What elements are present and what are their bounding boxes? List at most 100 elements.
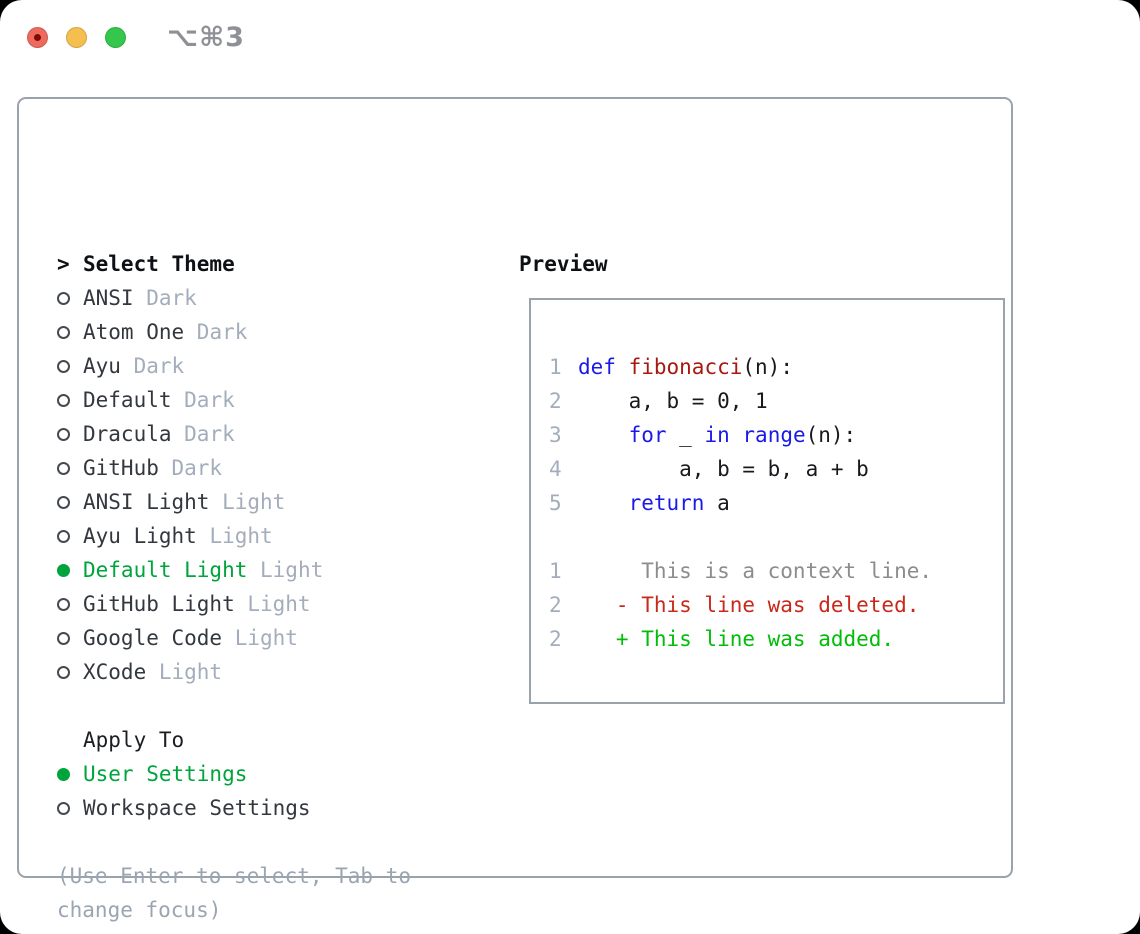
code-token: for bbox=[628, 423, 667, 447]
code-line: 1 def fibonacci(n): bbox=[549, 350, 1003, 384]
diff-line-deleted: 2 - This line was deleted. bbox=[549, 588, 1003, 622]
code-token: a bbox=[704, 491, 730, 515]
apply-to-header: Apply To bbox=[57, 723, 411, 757]
hint-text: change focus) bbox=[57, 898, 222, 922]
diff-text: - This line was deleted. bbox=[578, 593, 920, 617]
theme-option-ansi-light[interactable]: ANSI Light Light bbox=[57, 485, 411, 519]
theme-variant: Dark bbox=[171, 388, 235, 412]
theme-option-ayu-light[interactable]: Ayu Light Light bbox=[57, 519, 411, 553]
apply-option-label: Workspace Settings bbox=[83, 796, 311, 820]
theme-variant: Dark bbox=[158, 456, 223, 480]
preview-title: Preview bbox=[519, 252, 608, 276]
apply-option-user-settings[interactable]: User Settings bbox=[57, 757, 411, 791]
theme-option-google-code[interactable]: Google Code Light bbox=[57, 621, 411, 655]
radio-icon bbox=[57, 461, 83, 475]
theme-variant: Light bbox=[222, 626, 298, 650]
select-theme-title: Select Theme bbox=[83, 252, 235, 276]
close-button-dot-icon bbox=[34, 34, 41, 41]
minimize-button[interactable] bbox=[66, 27, 87, 48]
line-number: 2 bbox=[549, 389, 562, 413]
line-number: 4 bbox=[549, 457, 562, 481]
diff-text: This is a context line. bbox=[578, 559, 933, 583]
hint-line: change focus) bbox=[57, 893, 411, 927]
theme-option-default-light[interactable]: Default Light Light bbox=[57, 553, 411, 587]
prompt-marker: > bbox=[57, 252, 70, 276]
code-token: _ bbox=[666, 423, 705, 447]
radio-icon bbox=[57, 359, 83, 373]
code-line: 2 a, b = 0, 1 bbox=[549, 384, 1003, 418]
hint-line: (Use Enter to select, Tab to bbox=[57, 859, 411, 893]
code-token: return bbox=[628, 491, 705, 515]
theme-variant: Dark bbox=[184, 320, 248, 344]
spacer bbox=[57, 689, 411, 723]
line-number: 2 bbox=[549, 593, 562, 617]
code-token: a, b = 0, 1 bbox=[578, 389, 768, 413]
apply-option-label: User Settings bbox=[83, 762, 248, 786]
close-button[interactable] bbox=[27, 27, 48, 48]
radio-icon bbox=[57, 631, 83, 645]
radio-icon bbox=[57, 597, 83, 611]
diff-line-added: 2 + This line was added. bbox=[549, 622, 1003, 656]
theme-option-xcode[interactable]: XCode Light bbox=[57, 655, 411, 689]
theme-name: Dracula bbox=[83, 422, 172, 446]
theme-variant: Dark bbox=[120, 354, 185, 378]
diff-sample: 1 This is a context line.2 - This line w… bbox=[549, 554, 1003, 656]
code-token: range bbox=[742, 423, 806, 447]
theme-name: GitHub bbox=[83, 456, 159, 480]
apply-to-title: Apply To bbox=[83, 728, 185, 752]
theme-name: Ayu bbox=[83, 354, 121, 378]
theme-name: ANSI Light bbox=[83, 490, 210, 514]
code-token bbox=[730, 423, 743, 447]
theme-name: Atom One bbox=[83, 320, 185, 344]
theme-option-github-light[interactable]: GitHub Light Light bbox=[57, 587, 411, 621]
radio-icon bbox=[57, 393, 83, 407]
radio-icon bbox=[57, 291, 83, 305]
spacer bbox=[57, 825, 411, 859]
theme-variant: Light bbox=[247, 558, 324, 582]
radio-icon bbox=[57, 665, 83, 679]
hint-text: (Use Enter to select, Tab to bbox=[57, 864, 412, 888]
code-token bbox=[578, 491, 629, 515]
theme-name: Ayu Light bbox=[83, 524, 197, 548]
apply-option-workspace-settings[interactable]: Workspace Settings bbox=[57, 791, 411, 825]
code-token: a, b = b, a + b bbox=[578, 457, 869, 481]
code-token: (n): bbox=[805, 423, 857, 447]
line-number: 3 bbox=[549, 423, 562, 447]
line-number: 5 bbox=[549, 491, 562, 515]
theme-variant: Light bbox=[209, 490, 286, 514]
select-theme-header: > Select Theme bbox=[57, 247, 411, 281]
line-number: 1 bbox=[549, 355, 562, 379]
radio-icon bbox=[57, 495, 83, 509]
theme-option-dracula[interactable]: Dracula Dark bbox=[57, 417, 411, 451]
theme-variant: Dark bbox=[171, 422, 235, 446]
theme-option-default[interactable]: Default Dark bbox=[57, 383, 411, 417]
radio-icon bbox=[57, 427, 83, 441]
code-token: (n): bbox=[742, 355, 793, 379]
code-token: fibonacci bbox=[628, 355, 743, 379]
theme-variant: Light bbox=[146, 660, 223, 684]
theme-variant: Dark bbox=[133, 286, 197, 310]
radio-selected-icon bbox=[57, 767, 83, 781]
radio-icon bbox=[57, 529, 83, 543]
diff-text: + This line was added. bbox=[578, 627, 895, 651]
window-shortcut-title: ⌥⌘3 bbox=[167, 22, 245, 53]
theme-name: Google Code bbox=[83, 626, 223, 650]
theme-option-ansi[interactable]: ANSI Dark bbox=[57, 281, 411, 315]
zoom-button[interactable] bbox=[105, 27, 126, 48]
code-token: def bbox=[578, 355, 616, 379]
code-line: 4 a, b = b, a + b bbox=[549, 452, 1003, 486]
theme-option-ayu[interactable]: Ayu Dark bbox=[57, 349, 411, 383]
line-number: 2 bbox=[549, 627, 562, 651]
theme-option-atom-one[interactable]: Atom One Dark bbox=[57, 315, 411, 349]
radio-icon bbox=[57, 325, 83, 339]
theme-name: XCode bbox=[83, 660, 147, 684]
theme-name: Default Light bbox=[83, 558, 248, 582]
theme-variant: Light bbox=[196, 524, 273, 548]
theme-option-github[interactable]: GitHub Dark bbox=[57, 451, 411, 485]
